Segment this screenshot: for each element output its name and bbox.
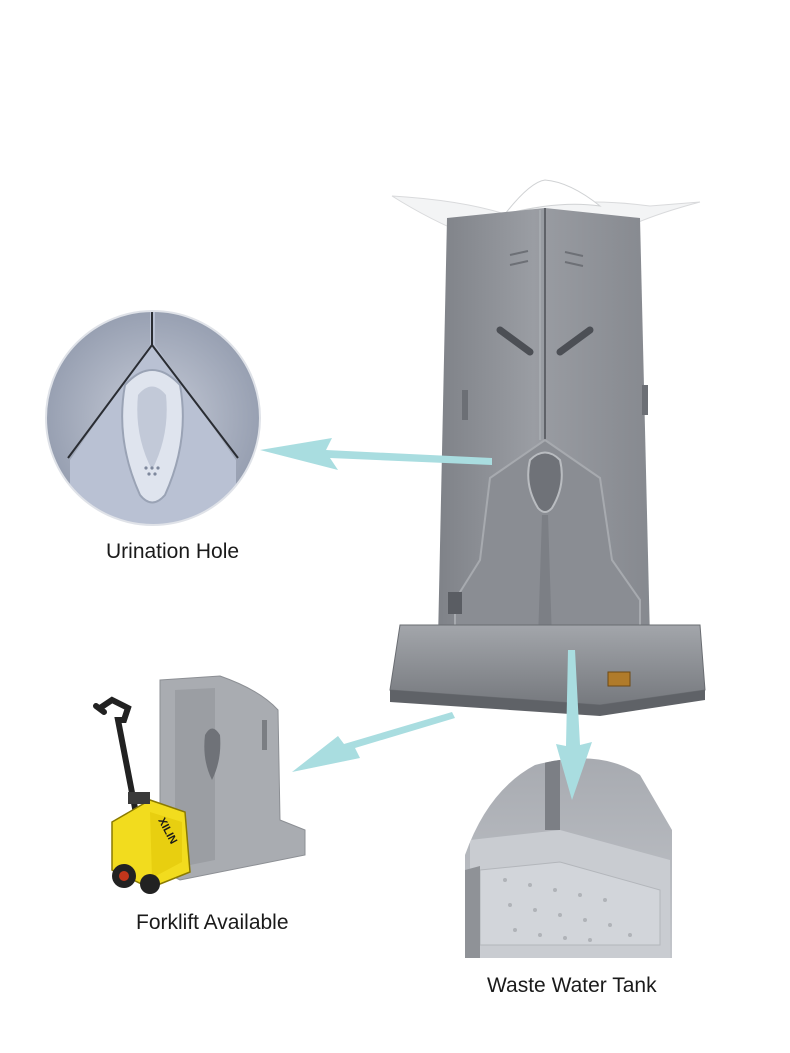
- vent-right: [556, 326, 594, 356]
- forklift-handle: [97, 696, 148, 863]
- urinal-base: [389, 624, 706, 706]
- vent-left: [496, 326, 534, 356]
- urinal-bowl: [527, 451, 563, 513]
- urination-hole-label: Urination Hole: [106, 540, 240, 563]
- forklift-available-label: Forklift Available: [136, 911, 289, 934]
- portable-urinal-unit: [389, 179, 706, 716]
- forklift-wheel: [140, 874, 160, 894]
- forklift-detail: XILIN: [93, 675, 306, 894]
- urination-hole-detail: [45, 310, 261, 526]
- arrow-tank: [556, 650, 592, 800]
- drain-valve: [607, 671, 631, 687]
- waste-water-tank-label: Waste Water Tank: [487, 974, 657, 997]
- arrow-forklift: [292, 712, 455, 772]
- arrow-urination: [260, 438, 492, 470]
- waste-water-tank-detail: [465, 758, 672, 958]
